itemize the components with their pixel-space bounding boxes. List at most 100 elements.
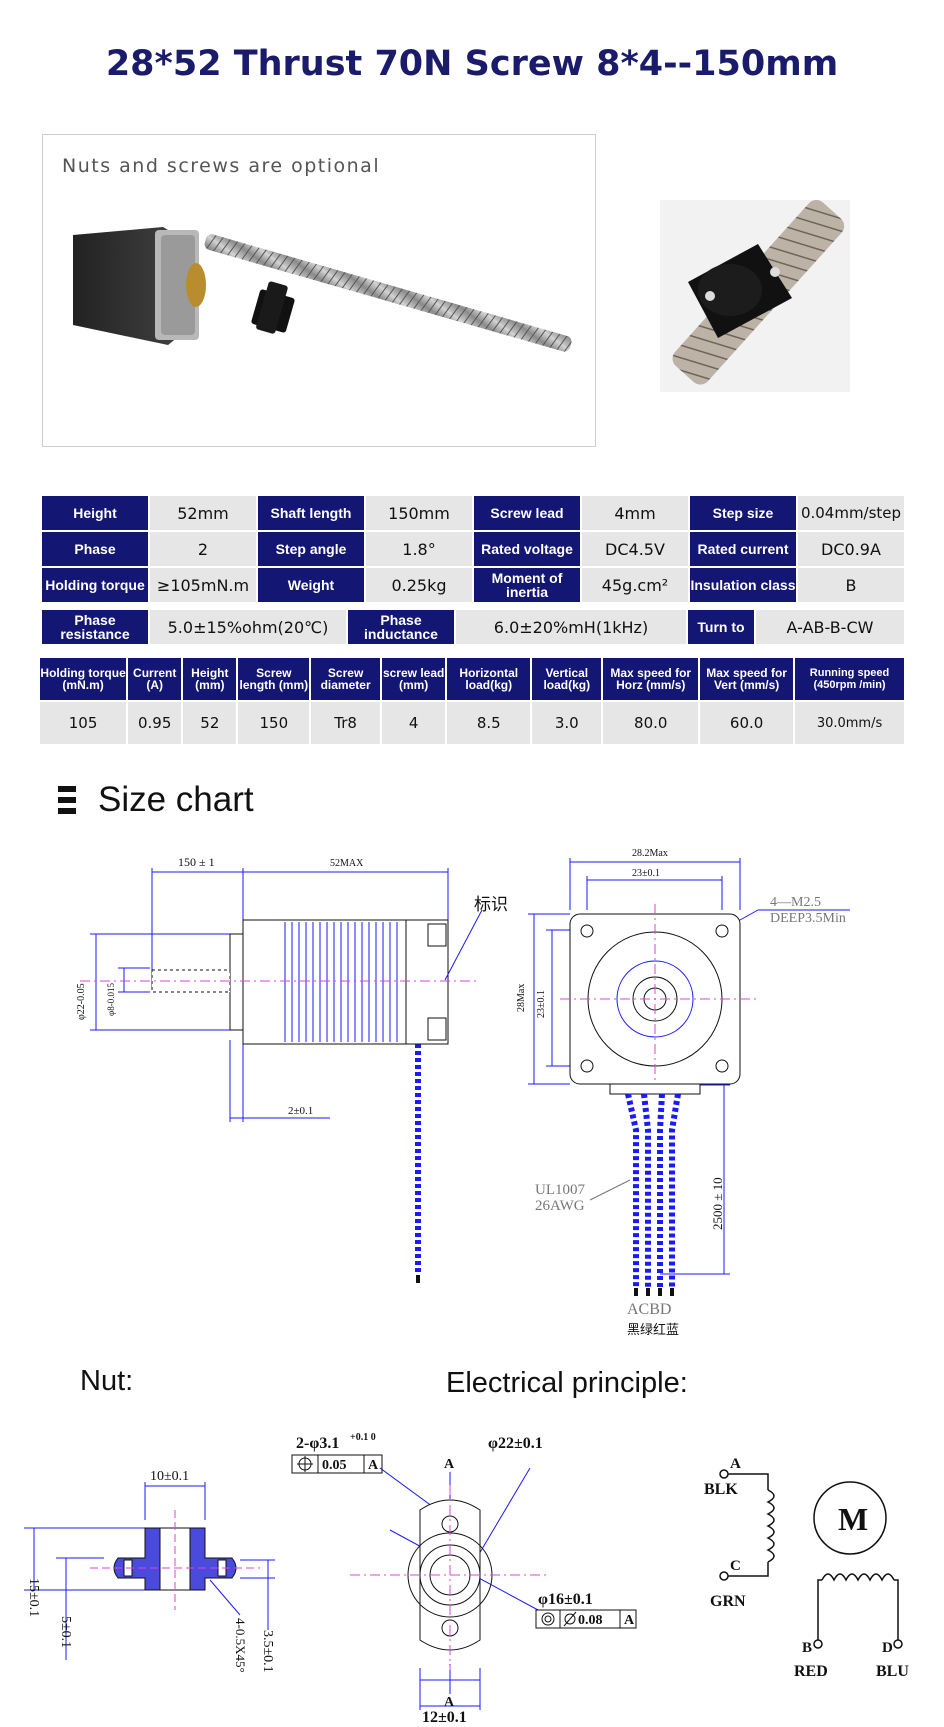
spec-row: Phase resistance 5.0±15%ohm(20℃) Phase i…	[42, 610, 904, 644]
perf-value: 4	[382, 702, 446, 744]
motor-symbol: M	[838, 1501, 868, 1537]
section-a-top: A	[444, 1457, 455, 1472]
nut-flat-tol: 0.08	[578, 1613, 603, 1628]
terminal-d: D	[882, 1640, 893, 1656]
spec-key: Phase	[42, 532, 148, 566]
spec-key: Shaft length	[258, 496, 364, 530]
dim-23-top: 23±0.1	[632, 868, 660, 879]
performance-table: Holding torque (mN.m) Current (A) Height…	[38, 656, 906, 746]
electrical-schematic: M A BLK C GRN B RED D BLU	[704, 1456, 909, 1680]
dim-phi22: φ22-0.05	[76, 983, 87, 1020]
spec-value: 45g.cm²	[582, 568, 688, 602]
perf-value: 3.0	[532, 702, 602, 744]
perf-header: Horizontal load(kg)	[447, 658, 531, 700]
nut-dim-12: 12±0.1	[422, 1709, 467, 1726]
perf-value: 150	[238, 702, 310, 744]
perf-header: Height (mm)	[183, 658, 237, 700]
spec-value: A-AB-B-CW	[756, 610, 904, 644]
wire-grn: GRN	[710, 1593, 746, 1610]
spec-value: B	[798, 568, 904, 602]
electrical-principle-label: Electrical principle:	[446, 1367, 688, 1399]
spec-key: Phase inductance	[348, 610, 454, 644]
dim-28max-side: 28Max	[516, 984, 527, 1012]
perf-header-row: Holding torque (mN.m) Current (A) Height…	[40, 658, 904, 700]
nut-dim-5: 5±0.1	[58, 1616, 73, 1648]
perf-value: 8.5	[447, 702, 531, 744]
list-icon	[58, 786, 76, 814]
spec-key: Phase resistance	[42, 610, 148, 644]
spec-key: Step angle	[258, 532, 364, 566]
perf-header: screw lead (mm)	[382, 658, 446, 700]
perf-value: 80.0	[603, 702, 699, 744]
spec-key: Weight	[258, 568, 364, 602]
perf-header: Holding torque (mN.m)	[40, 658, 127, 700]
nut-dim-chamfer: 4-0.5X45°	[233, 1618, 248, 1673]
dim-150: 150 ± 1	[178, 855, 215, 869]
section-a-bottom: A	[444, 1695, 455, 1710]
spec-table-row4: Phase resistance 5.0±15%ohm(20℃) Phase i…	[40, 608, 906, 646]
nut-label: Nut:	[80, 1365, 134, 1397]
terminal-c: C	[730, 1558, 741, 1574]
spec-value: 52mm	[150, 496, 256, 530]
wire-colors-cn: 黑绿红蓝	[627, 1322, 679, 1337]
perf-header: Max speed for Horz (mm/s)	[603, 658, 699, 700]
motor-dimension-drawing: 150 ± 1 52MAX 标识 2±0.1 φ22-0.05 φ8-0.015	[76, 848, 850, 1337]
perf-header: Screw length (mm)	[238, 658, 310, 700]
spec-key: Moment of inertia	[474, 568, 580, 602]
terminal-b: B	[802, 1640, 812, 1656]
spec-key: Rated voltage	[474, 532, 580, 566]
label-mark: 标识	[474, 895, 508, 914]
perf-value: 30.0mm/s	[795, 702, 904, 744]
hole-note-1: 4—M2.5	[770, 895, 821, 910]
motor-photo-illustration	[73, 227, 572, 352]
nut-datum: A	[368, 1458, 379, 1473]
nut-dimension-drawing: 10±0.1 15±0.1 5±0.1 4-0.5X45° 3.5±0.1 A …	[24, 1432, 637, 1726]
spec-row: Height 52mm Shaft length 150mm Screw lea…	[42, 496, 904, 530]
dim-2: 2±0.1	[288, 1105, 313, 1117]
wire-blu: BLU	[876, 1663, 909, 1680]
nut-holes-tol: +0.1 0	[350, 1432, 376, 1443]
spec-value: ≥105mN.m	[150, 568, 256, 602]
nut-dim-15: 15±0.1	[26, 1578, 41, 1617]
nut-photo	[660, 199, 850, 392]
nut-dim-3-5: 3.5±0.1	[260, 1630, 275, 1673]
spec-key: Turn to	[688, 610, 754, 644]
dim-phi8: φ8-0.015	[106, 983, 116, 1016]
perf-header: Max speed for Vert (mm/s)	[700, 658, 794, 700]
perf-value: 105	[40, 702, 127, 744]
spec-value: 2	[150, 532, 256, 566]
perf-header: Screw diameter	[311, 658, 381, 700]
page-title: 28*52 Thrust 70N Screw 8*4--150mm	[105, 44, 839, 84]
wire-spec-1: UL1007	[535, 1182, 585, 1198]
nut-holes: 2-φ3.1	[296, 1435, 339, 1452]
wire-blk: BLK	[704, 1481, 738, 1498]
size-chart-heading: Size chart	[58, 780, 254, 820]
spec-value: 0.25kg	[366, 568, 472, 602]
dim-23-side: 23±0.1	[536, 990, 547, 1018]
spec-table: Height 52mm Shaft length 150mm Screw lea…	[40, 494, 906, 604]
wire-red: RED	[794, 1663, 828, 1680]
perf-header: Vertical load(kg)	[532, 658, 602, 700]
spec-key: Height	[42, 496, 148, 530]
perf-header: Running speed (450rpm /min)	[795, 658, 904, 700]
product-photo: Nuts and screws are optional	[42, 134, 596, 447]
spec-value: 0.04mm/step	[798, 496, 904, 530]
perf-value: 60.0	[700, 702, 794, 744]
hole-note-2: DEEP3.5Min	[770, 911, 846, 926]
perf-value: 0.95	[128, 702, 182, 744]
spec-key: Rated current	[690, 532, 796, 566]
spec-value: DC4.5V	[582, 532, 688, 566]
nut-pos-tol: 0.05	[322, 1458, 347, 1473]
spec-value: DC0.9A	[798, 532, 904, 566]
spec-value: 5.0±15%ohm(20℃)	[150, 610, 346, 644]
spec-key: Holding torque	[42, 568, 148, 602]
dim-52max: 52MAX	[330, 858, 364, 869]
cable-length: 2500 ± 10	[710, 1177, 725, 1230]
perf-value: Tr8	[311, 702, 381, 744]
nut-photo-illustration	[672, 199, 845, 385]
spec-key: Insulation class	[690, 568, 796, 602]
photo-note: Nuts and screws are optional	[62, 155, 381, 177]
perf-value: 52	[183, 702, 237, 744]
spec-row: Holding torque ≥105mN.m Weight 0.25kg Mo…	[42, 568, 904, 602]
wire-order: ACBD	[627, 1301, 671, 1318]
